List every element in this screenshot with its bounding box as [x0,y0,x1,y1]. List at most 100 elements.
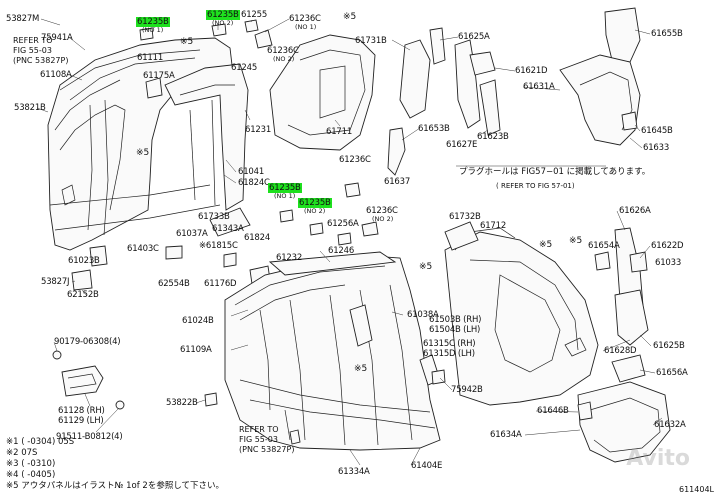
part-label-61256a: 61256A [327,219,359,229]
part-label-61623b: 61623B [477,132,509,142]
note-mark: ※5 [180,37,194,47]
part-label-62554b: 62554B [158,279,190,289]
part-label-61645b: 61645B [641,126,673,136]
part-label-61731b: 61731B [355,36,387,46]
part-label-61108a: 61108A [40,70,72,80]
rear-inner-pieces [577,227,671,463]
part-label-61023b: 61023B [68,256,100,266]
part-label-61503b: 61503B (RH) [429,315,482,325]
part-label-61628d: 61628D [604,346,637,356]
part-label-sub-61236c-4: (NO 2) [372,215,394,223]
part-label-75941a: 75941A [41,33,73,43]
part-label-61236c-2: 61236C [267,46,299,56]
part-label-53821b: 53821B [14,103,46,113]
part-label-61129: 61129 (LH) [58,416,104,426]
part-label-sub-61235b-3: (NO 1) [274,192,296,200]
part-label-61633: 61633 [643,143,670,153]
part-label-53827m: 53827M [6,14,40,24]
part-label-61653b: 61653B [418,124,450,134]
part-label-53822b: 53822B [166,398,198,408]
part-label-61024b: 61024B [182,316,214,326]
legend-line-1: ※1 ( -0304) 05S [6,437,75,447]
part-label-61176d: 61176D [204,279,237,289]
part-label-61334a: 61334A [338,467,370,477]
part-label-sub-61235b-4: (NO 2) [304,207,326,215]
part-label-61231: 61231 [245,125,272,135]
part-label-61232: 61232 [276,253,303,263]
legend-line-2: ※2 07S [6,448,38,458]
plug-note-en: ( REFER TO FIG 57-01) [496,182,575,190]
note-mark: ※5 [136,148,150,158]
plug-note-ja: プラグホールは FIG57−01 に掲載してあります。 [459,167,651,177]
part-label-90179: 90179-06308(4) [54,337,121,347]
small-bracket [52,350,125,410]
part-label-61655b: 61655B [651,29,683,39]
note-mark: ※5 [343,12,357,22]
part-label-53827j: 53827J [41,277,70,287]
part-label-sub-61235b-1: (NO 1) [142,26,164,34]
part-label-61236c-4: 61236C [366,206,398,216]
part-label-61037a: 61037A [176,229,208,239]
part-label-62152b: 62152B [67,290,99,300]
part-label-61343a: 61343A [212,224,244,234]
part-label-61245: 61245 [231,63,258,73]
part-label-61732b: 61732B [449,212,481,222]
part-label-61315c: 61315C (RH) [423,339,476,349]
part-label-61504b: 61504B (LH) [429,325,481,335]
part-label-61403c: 61403C [127,244,159,254]
part-label-61038a: 61038A [407,310,439,320]
part-label-61824: 61824 [244,233,271,243]
note-mark: ※5 [419,262,433,272]
part-label-61621d: 61621D [515,66,548,76]
part-label-61109a: 61109A [180,345,212,355]
rear-pillar-pieces [223,7,641,285]
rear-quarter-panel [419,221,599,406]
part-label-61654a: 61654A [588,241,620,251]
part-label-61656a: 61656A [656,368,688,378]
part-label-91511: 91511-B0812(4) [56,432,123,442]
part-label-sub-61235b-2: (NO 2) [212,19,234,27]
note-mark: ※5 [539,240,553,250]
center-pillar-upper [139,19,376,151]
part-label-61625a: 61625A [458,32,490,42]
legend-line-4: ※4 ( -0405) [6,470,56,480]
lower-side-body [204,251,441,451]
part-label-75942b: 75942B [451,385,483,395]
part-label-61128: 61128 (RH) [58,406,105,416]
leader-lines [36,18,663,466]
part-label-61235b-2: 61235B [206,10,240,20]
note-mark: ※5 [354,364,368,374]
part-label-61627e: 61627E [446,140,478,150]
part-label-61315d: 61315D (LH) [423,349,475,359]
figure-code: 611404L [679,485,714,494]
part-label-61404e: 61404E [411,461,443,471]
part-label-61733b: 61733B [198,212,230,222]
part-label-61632a: 61632A [654,420,686,430]
part-label-61246: 61246 [328,246,355,256]
part-label-61625b: 61625B [653,341,685,351]
part-label-61712: 61712 [480,221,507,231]
note-mark: ※5 [569,236,583,246]
part-label-sub-61236c-2: (NO 2) [273,55,295,63]
part-label-61631a: 61631A [523,82,555,92]
part-label-61622d: 61622D [651,241,684,251]
part-label-61646b: 61646B [537,406,569,416]
part-label-61711: 61711 [326,127,353,137]
part-label-61626a: 61626A [619,206,651,216]
part-label-61033: 61033 [655,258,682,268]
part-label-61111: 61111 [137,53,164,63]
front-side-frame [47,37,251,291]
part-label-61235b-4: 61235B [298,198,332,208]
part-label-61255: 61255 [241,10,268,20]
part-label-sub-61236c-1: (NO 1) [295,23,317,31]
part-label-61175a: 61175A [143,71,175,81]
legend-line-5: ※5 アウタパネルはイラスト№ 1of 2を参照して下さい。 [6,481,225,491]
part-label-61236c-1: 61236C [289,14,321,24]
part-label-61637: 61637 [384,177,411,187]
part-label-61634a: 61634A [490,430,522,440]
part-label-61824c: 61824C [238,178,270,188]
part-label-61041: 61041 [238,167,265,177]
avito-watermark: Avito [626,446,690,471]
